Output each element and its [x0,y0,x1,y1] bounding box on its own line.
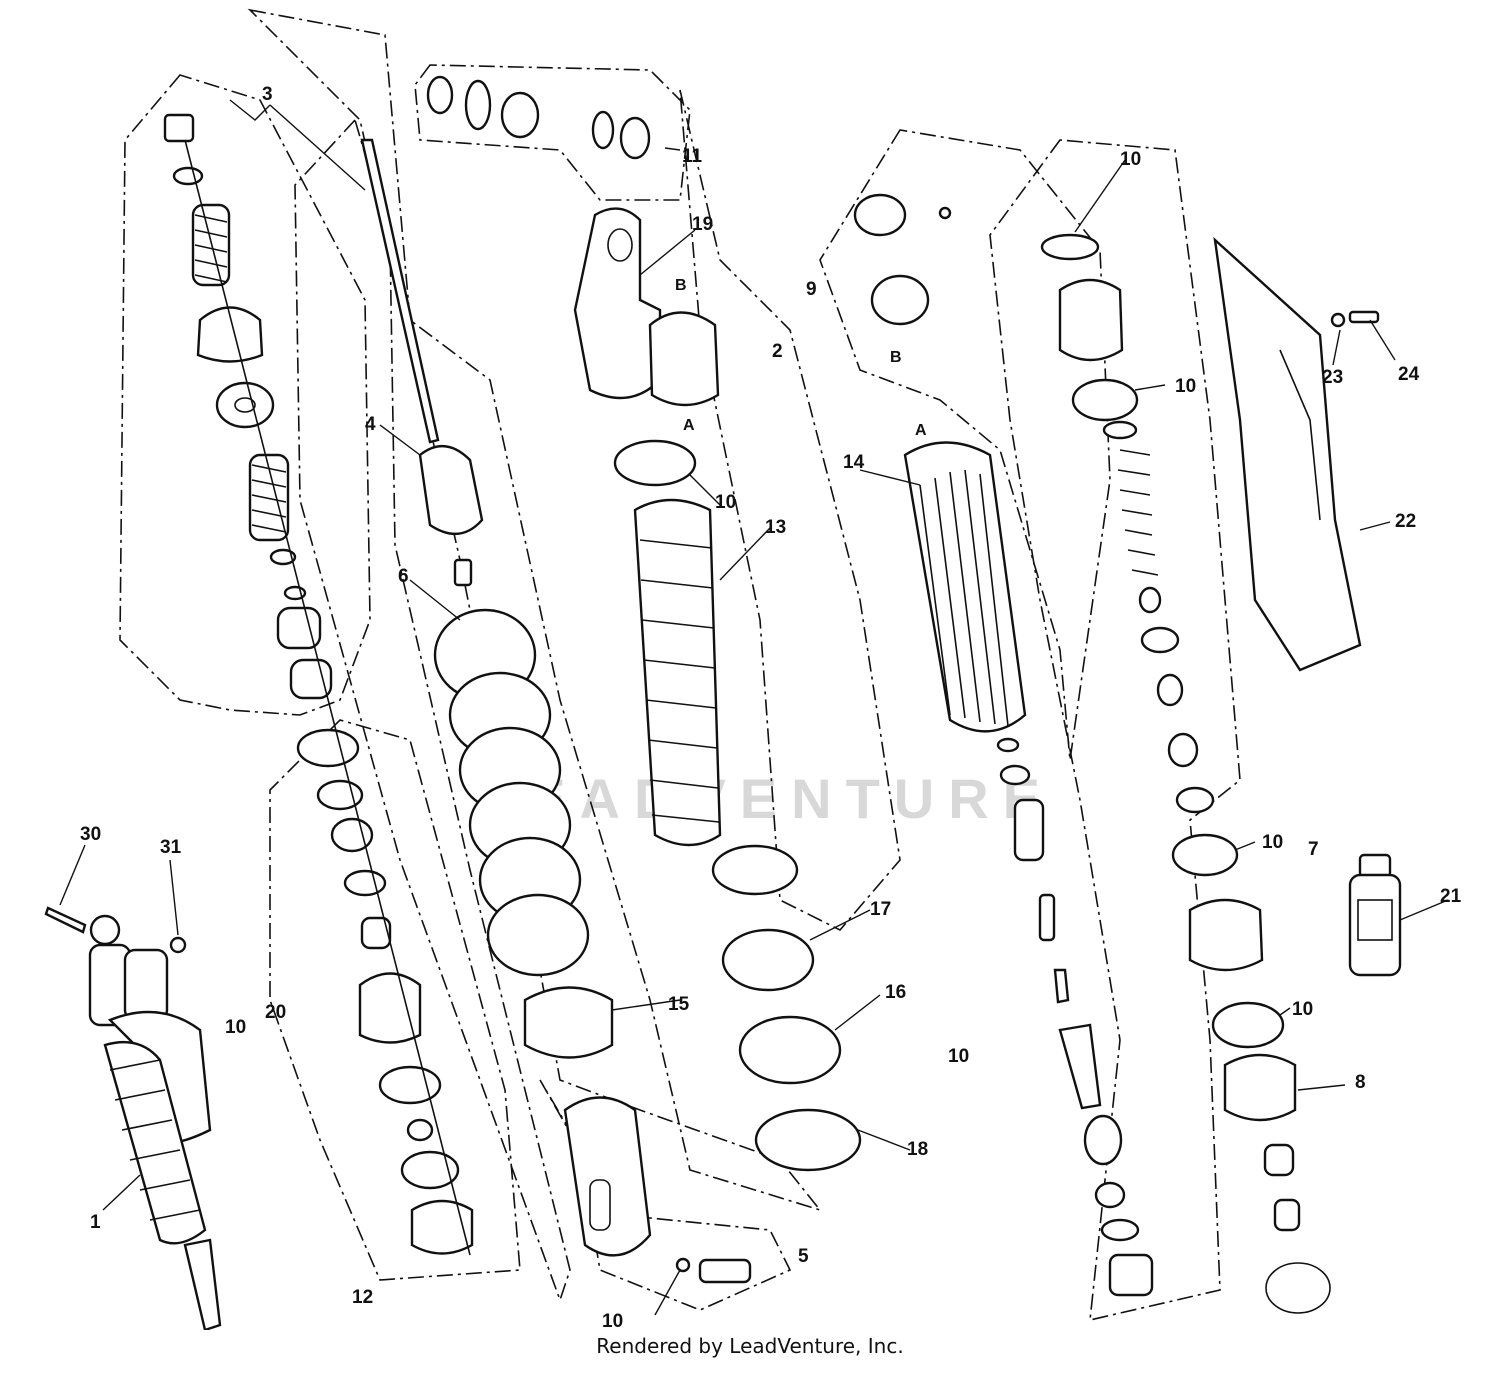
callout-5: 5 [798,1246,809,1267]
footer-credit: Rendered by LeadVenture, Inc. [596,1334,904,1358]
callout-11: 11 [682,146,703,167]
column-reservoir [853,193,1154,1297]
leader-lines [59,99,1449,1316]
callout-17: 17 [870,899,891,920]
callout-12: 12 [352,1287,373,1308]
column-left-components [163,113,474,1256]
letter-a-top: A [683,417,695,434]
callout-3: 3 [262,84,273,105]
group-boundaries [119,8,1241,1322]
callout-10-c: 10 [715,492,736,513]
letter-a-reservoir: A [915,422,927,439]
column-right-valves [1040,233,1331,1314]
callout-31: 31 [160,837,182,858]
callout-13: 13 [765,517,786,538]
callout-15: 15 [668,994,690,1015]
callout-10-h: 10 [602,1311,623,1330]
callout-24: 24 [1398,364,1420,385]
callout-8: 8 [1355,1072,1366,1093]
callout-19: 19 [692,214,713,235]
callout-6: 6 [398,566,409,587]
callout-18: 18 [907,1139,928,1160]
callout-16: 16 [885,982,906,1003]
callout-21: 21 [1440,886,1462,907]
callout-10-g: 10 [948,1046,969,1067]
exploded-shock-diagram: LEADVENTURE [44,8,1462,1330]
callout-23: 23 [1322,367,1343,388]
callout-22: 22 [1395,511,1416,532]
reference-letters: B A B A [675,277,927,439]
column-shaft-spring [360,138,752,1284]
callout-10-f: 10 [225,1017,246,1038]
callout-10-b: 10 [1175,376,1196,397]
callout-14: 14 [843,452,865,473]
assembled-shock-1 [44,906,222,1330]
callout-30: 30 [80,824,101,845]
watermark: LEADVENTURE [480,767,1054,830]
letter-b-top: B [675,277,687,294]
callout-10-e: 10 [1292,999,1313,1020]
oil-bottle-21 [1348,853,1402,977]
mudguard-22 [1213,236,1380,672]
callout-4: 4 [365,414,376,435]
column-body-reservoir [426,75,862,1172]
callout-7: 7 [1308,839,1319,860]
callout-10-a: 10 [1120,149,1141,170]
callout-9: 9 [806,279,817,300]
main-spring [433,608,590,977]
shock-body [633,498,722,847]
callout-2: 2 [772,341,783,362]
callout-1: 1 [90,1212,101,1233]
callout-labels: 1 2 3 4 5 6 7 8 9 10 10 10 10 10 10 10 1… [80,84,1462,1330]
letter-b-reservoir: B [890,349,902,366]
callout-10-d: 10 [1262,832,1283,853]
callout-20: 20 [265,1002,286,1023]
